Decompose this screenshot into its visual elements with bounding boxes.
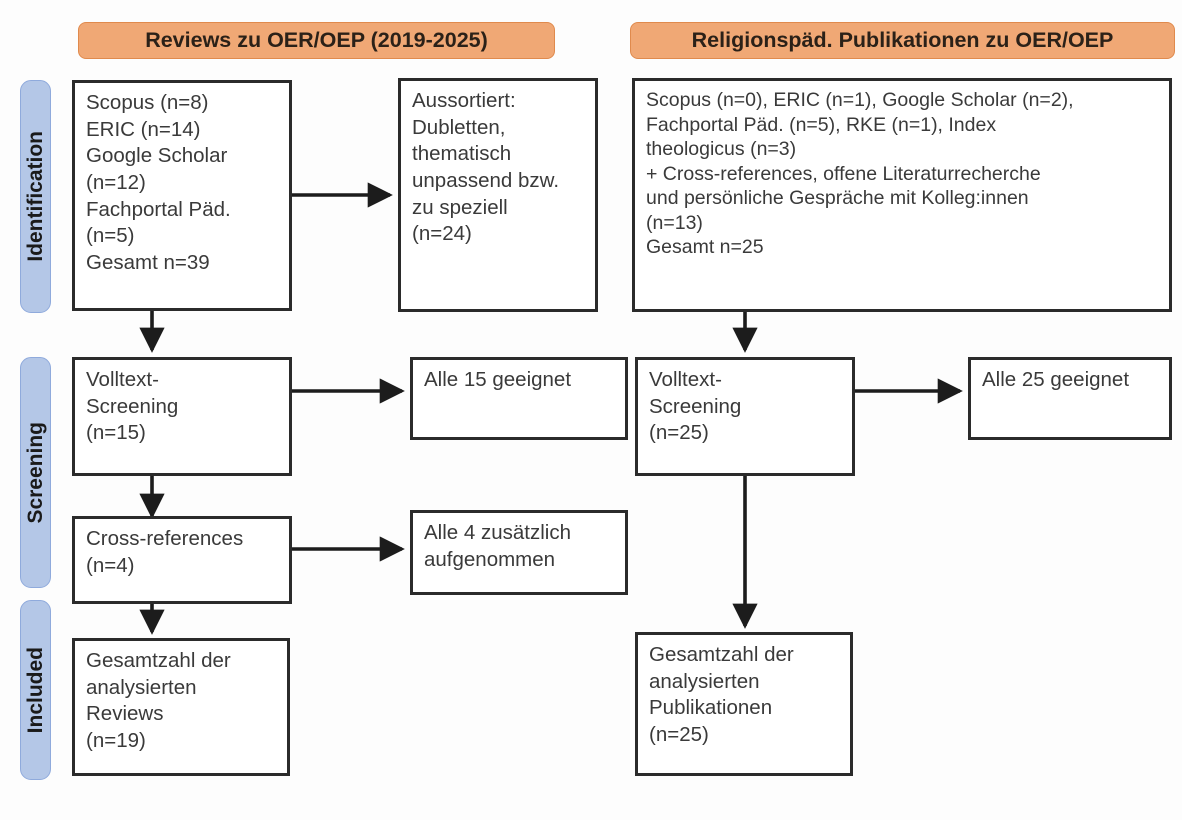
box-right-screening-result: Alle 25 geeignet xyxy=(968,357,1172,440)
stage-bar-included: Included xyxy=(20,600,51,780)
stage-label-identification: Identification xyxy=(23,131,47,262)
box-right-included-total: Gesamtzahl der analysierten Publikatione… xyxy=(635,632,853,776)
stage-label-screening: Screening xyxy=(23,421,47,524)
stage-label-included: Included xyxy=(23,646,47,734)
column-header-reviews: Reviews zu OER/OEP (2019-2025) xyxy=(78,22,555,59)
box-left-excluded: Aussortiert: Dubletten, thematisch unpas… xyxy=(398,78,598,312)
box-left-included-total: Gesamtzahl der analysierten Reviews (n=1… xyxy=(72,638,290,776)
box-left-screening-result: Alle 15 geeignet xyxy=(410,357,628,440)
box-left-identification-sources: Scopus (n=8) ERIC (n=14) Google Scholar … xyxy=(72,80,292,311)
stage-bar-identification: Identification xyxy=(20,80,51,313)
box-right-identification-sources: Scopus (n=0), ERIC (n=1), Google Scholar… xyxy=(632,78,1172,312)
column-header-religion: Religionspäd. Publikationen zu OER/OEP xyxy=(630,22,1175,59)
box-left-crossreferences-result: Alle 4 zusätzlich aufgenommen xyxy=(410,510,628,595)
stage-bar-screening: Screening xyxy=(20,357,51,588)
box-left-crossreferences: Cross-references (n=4) xyxy=(72,516,292,604)
box-left-fulltext-screening: Volltext- Screening (n=15) xyxy=(72,357,292,476)
box-right-fulltext-screening: Volltext- Screening (n=25) xyxy=(635,357,855,476)
